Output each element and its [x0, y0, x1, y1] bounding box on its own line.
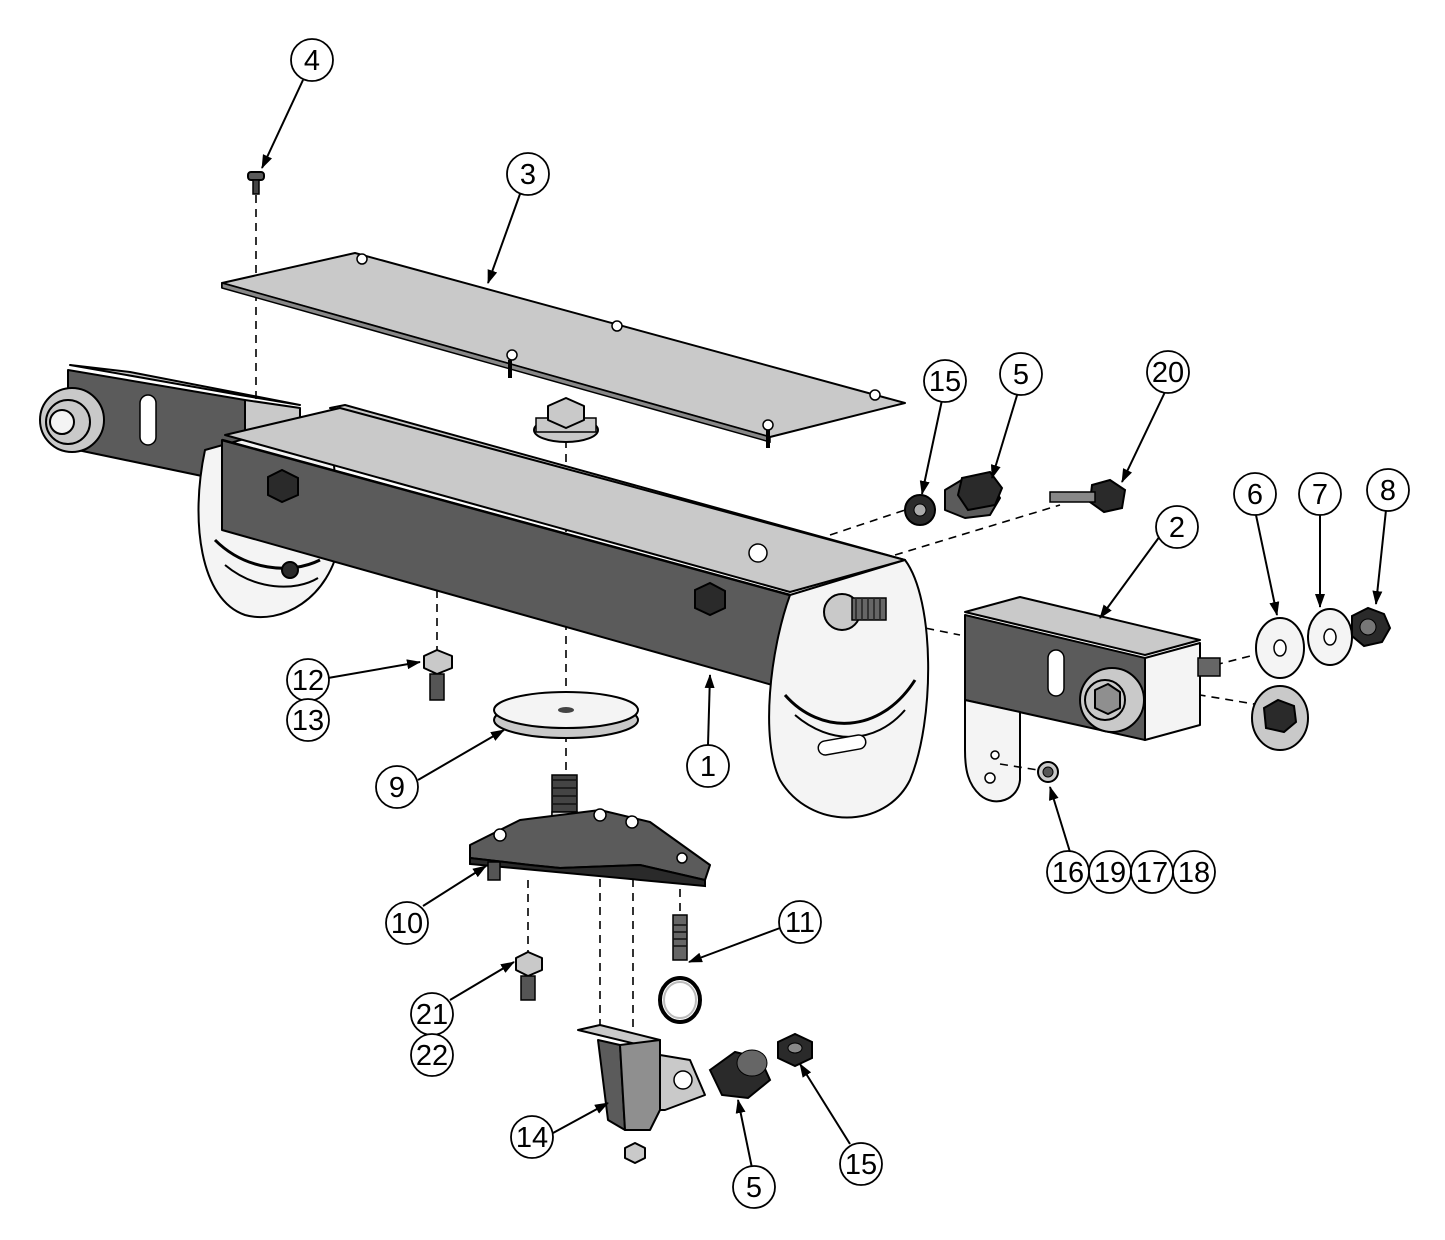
callout-4: 4: [290, 38, 334, 82]
screw-4: [247, 171, 265, 195]
callout-11: 11: [778, 900, 822, 944]
callout-2: 2: [1155, 505, 1199, 549]
callout-18: 18: [1172, 850, 1216, 894]
callout-14: 14: [510, 1115, 554, 1159]
nut-15-upper: [904, 494, 936, 526]
nut-15-lower: [777, 1032, 813, 1068]
callout-20: 20: [1146, 350, 1190, 394]
callout-label: 10: [391, 908, 423, 940]
callout-label: 8: [1380, 475, 1396, 507]
bolt-21: [515, 951, 543, 1001]
callout-label: 15: [845, 1149, 877, 1181]
washer-6: [1255, 617, 1305, 679]
callout-label: 21: [416, 999, 448, 1031]
callout-label: 9: [389, 772, 405, 804]
callout-10: 10: [385, 901, 429, 945]
callout-8: 8: [1366, 468, 1410, 512]
callout-label: 1: [700, 751, 716, 783]
callout-label: 4: [304, 45, 320, 77]
callout-19: 19: [1088, 850, 1132, 894]
callout-label: 2: [1169, 512, 1185, 544]
callout-15-upper: 15: [923, 359, 967, 403]
mount-plate-10: [469, 774, 711, 888]
callout-label: 20: [1152, 357, 1184, 389]
flange-nut: [1251, 685, 1309, 751]
screw-16: [999, 761, 1059, 783]
callout-15-lower: 15: [839, 1142, 883, 1186]
nut-5-lower: [708, 1049, 772, 1100]
cover-plate: [221, 252, 906, 448]
callout-3: 3: [506, 152, 550, 196]
callout-16: 16: [1046, 850, 1090, 894]
callout-9: 9: [375, 765, 419, 809]
callout-label: 3: [520, 159, 536, 191]
callout-label: 12: [292, 665, 324, 697]
callout-label: 14: [516, 1122, 548, 1154]
callout-6: 6: [1233, 472, 1277, 516]
nut-5-upper: [944, 470, 1004, 519]
callout-label: 16: [1052, 857, 1084, 889]
callout-5-lower: 5: [732, 1165, 776, 1209]
callout-22: 22: [410, 1033, 454, 1077]
callout-label: 17: [1136, 857, 1168, 889]
callout-17: 17: [1130, 850, 1174, 894]
callout-label: 22: [416, 1040, 448, 1072]
callout-label: 11: [785, 907, 815, 939]
pull-pin-11: [658, 914, 702, 1024]
callout-5-upper: 5: [999, 352, 1043, 396]
nut-8: [1351, 606, 1392, 648]
bracket-14: [577, 1024, 706, 1164]
bolt-20: [1049, 478, 1127, 514]
callout-13: 13: [286, 698, 330, 742]
callout-label: 13: [292, 705, 324, 737]
callout-label: 7: [1312, 479, 1328, 511]
pivot-nut: [533, 397, 599, 443]
main-frame: [197, 404, 930, 819]
right-slide-tube: [964, 596, 1221, 803]
callout-label: 18: [1178, 857, 1210, 889]
callout-7: 7: [1298, 472, 1342, 516]
washer-7: [1307, 608, 1353, 666]
bolt-12: [423, 649, 453, 701]
leader-lines: [261, 79, 1387, 1169]
left-slide-tube: [39, 364, 301, 486]
callout-21: 21: [410, 992, 454, 1036]
callout-label: 15: [929, 366, 961, 398]
callout-label: 5: [746, 1172, 762, 1204]
washer-9: [493, 691, 639, 739]
callout-1: 1: [686, 744, 730, 788]
callout-label: 6: [1247, 479, 1263, 511]
callout-label: 19: [1094, 857, 1126, 889]
callout-12: 12: [286, 658, 330, 702]
callout-label: 5: [1013, 359, 1029, 391]
